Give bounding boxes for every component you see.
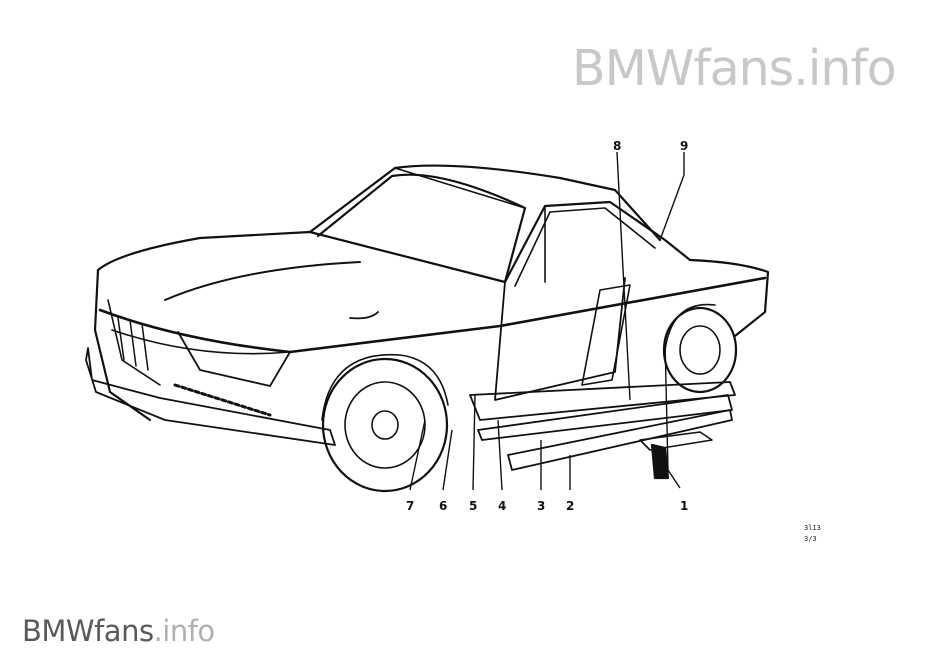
watermark-top-text: BMWfans [572,40,794,97]
callout-labels: 9 8 1 2 3 4 5 6 7 [406,139,688,513]
car-illustration [85,164,770,493]
callout-5: 5 [469,499,477,513]
callout-3: 3 [537,499,545,513]
callout-6: 6 [439,499,447,513]
callout-4: 4 [498,499,506,513]
callout-2: 2 [566,499,574,513]
ref-code-1: 3l13 [804,524,821,532]
callout-1: 1 [680,499,688,513]
leader-lines [409,151,685,491]
watermark-bottom-suffix: .info [153,614,216,648]
watermark-bottom: BMWfans.info [22,614,215,648]
callout-7: 7 [406,499,414,513]
watermark-bottom-text: BMWfans [22,614,154,648]
watermark-top-suffix: .info [793,40,896,97]
callout-9: 9 [680,139,688,153]
callout-8: 8 [613,139,621,153]
watermark-top: BMWfans.info [572,40,897,97]
ref-code-2: 3/3 [804,535,817,543]
